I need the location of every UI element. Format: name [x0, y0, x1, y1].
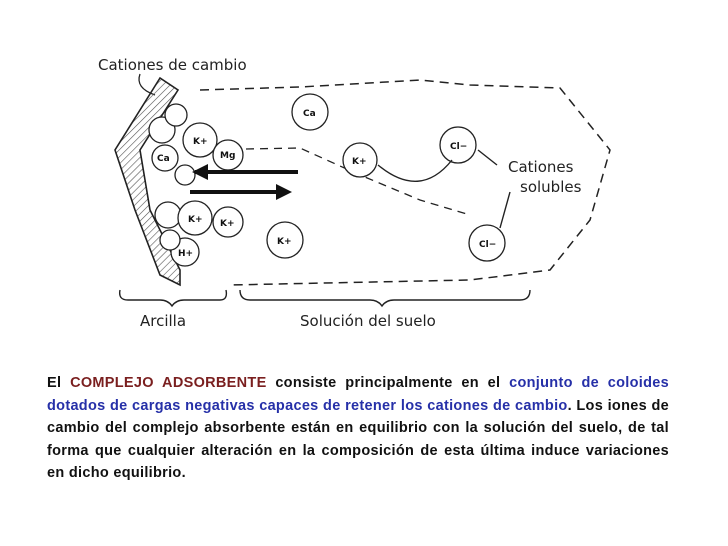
caption-paragraph: El COMPLEJO ADSORBENTE consiste principa… [47, 372, 669, 485]
ion-k-c: K+ [188, 215, 203, 225]
label-cationes-cambio: Cationes de cambio [98, 56, 247, 74]
ion-k-right2: K+ [277, 237, 292, 247]
pointer-solubles-2 [500, 192, 510, 228]
ion-k-a: K+ [193, 137, 208, 147]
exchange-diagram: Cationes de cambio K+ Mg Ca K+ K+ H+ Ca … [0, 0, 728, 350]
ion-cl1: Cl− [450, 142, 467, 152]
term-complejo-adsorbente: COMPLEJO ADSORBENTE [70, 375, 267, 391]
exchange-arrows [190, 164, 298, 200]
ion-ca-a: Ca [157, 154, 170, 164]
ion-ca-top: Ca [303, 109, 316, 119]
pointer-solubles [478, 150, 497, 165]
curve-arrow [378, 160, 452, 181]
adsorbed-cations [149, 104, 243, 266]
ion-k-left: K+ [352, 157, 367, 167]
ion-cl2: Cl− [479, 240, 496, 250]
label-solucion-suelo: Solución del suelo [300, 312, 436, 330]
label-arcilla: Arcilla [140, 312, 186, 330]
ion-mg: Mg [220, 151, 235, 161]
soluble-ions [267, 94, 505, 261]
caption-part-1: El [47, 375, 70, 391]
brace-arcilla [120, 290, 227, 306]
caption-part-2: consiste principalmente en el [267, 375, 510, 391]
brace-solucion [240, 290, 530, 306]
ion-h: H+ [178, 249, 193, 259]
ion-k-d: K+ [220, 219, 235, 229]
label-cationes-solubles-1: Cationes [508, 158, 574, 176]
label-cationes-solubles-2: solubles [520, 178, 582, 196]
